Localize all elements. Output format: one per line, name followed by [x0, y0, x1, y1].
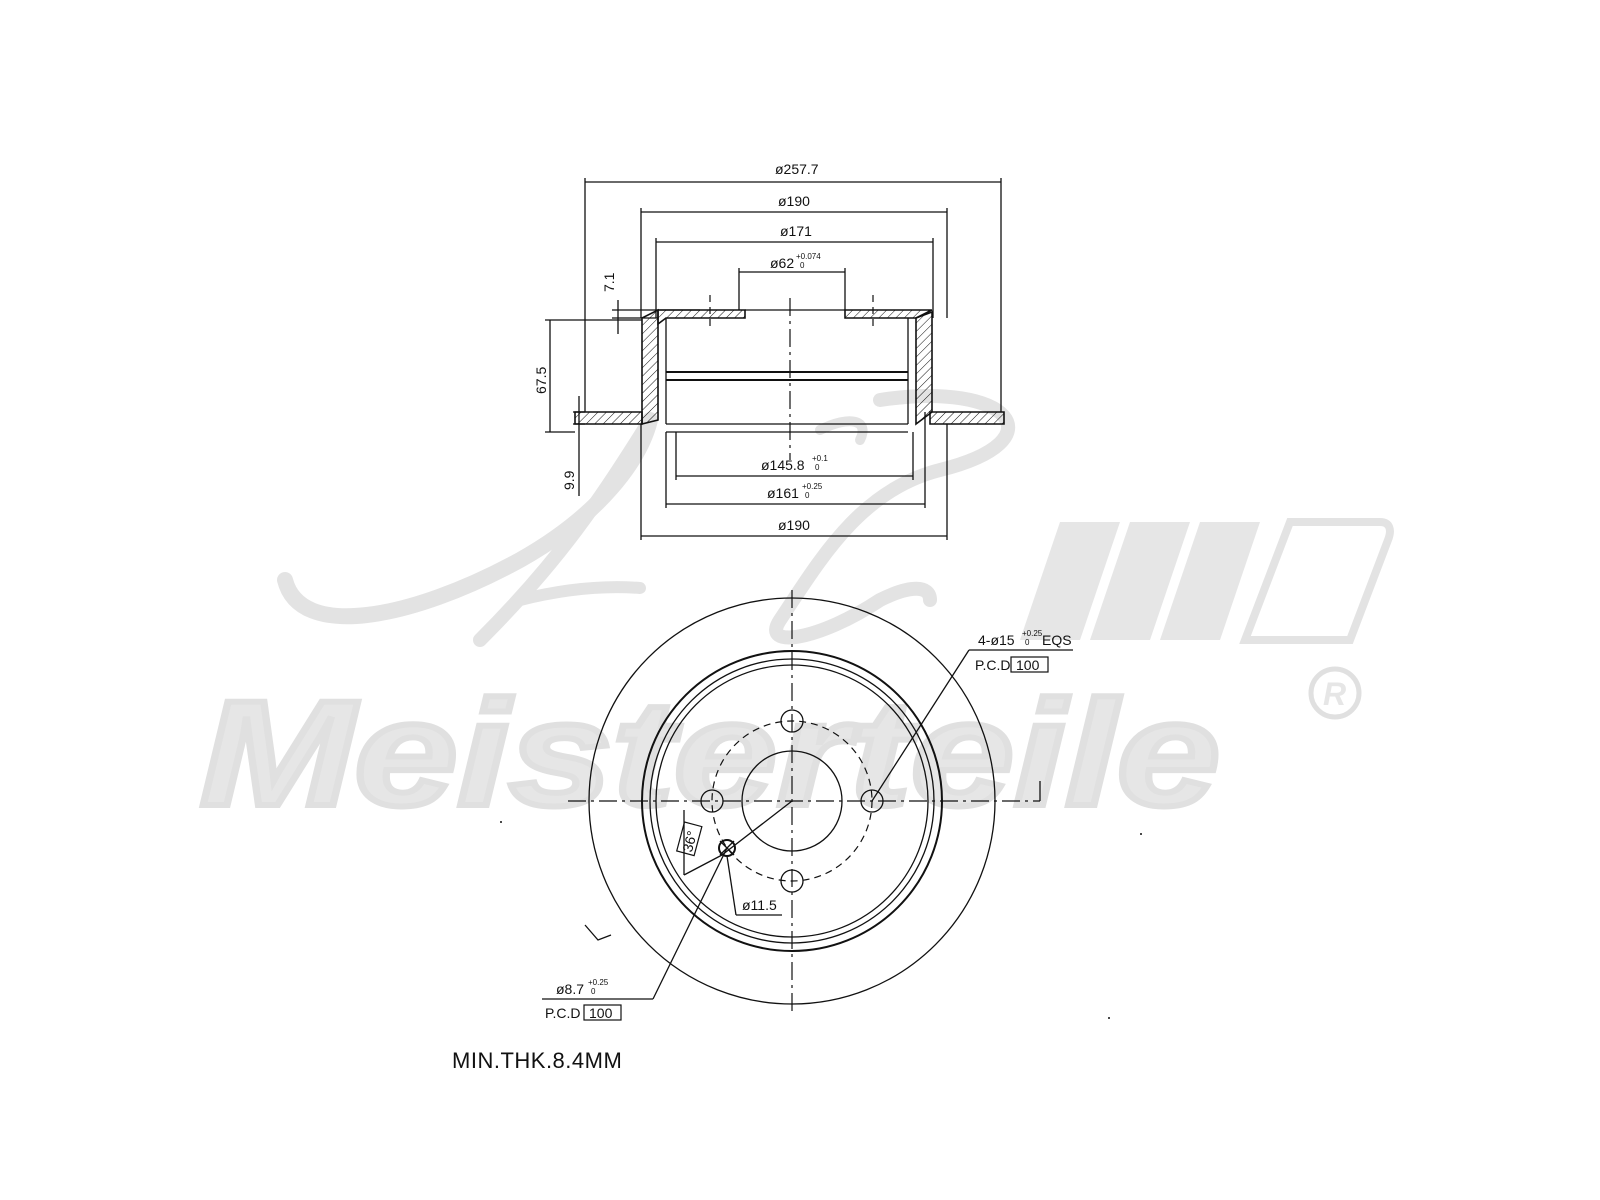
- svg-text:+0.25: +0.25: [588, 978, 609, 987]
- section-view: ø257.7 ø190 ø171 ø62 +0.074 0 7.1: [533, 161, 1005, 540]
- bolt-holes-suffix: EQS: [1042, 632, 1072, 648]
- pcd-label: P.C.D: [975, 657, 1011, 673]
- hat-outer-label: ø190: [778, 193, 810, 209]
- registered-mark-icon: R: [1308, 666, 1362, 720]
- small-hole-label: ø11.5: [742, 897, 777, 913]
- svg-text:0: 0: [815, 463, 820, 472]
- pin-pcd-value: 100: [589, 1005, 613, 1021]
- dim-outer-diameter: ø257.7: [584, 161, 1002, 412]
- dim-drum-outer: ø161 +0.25 0: [665, 412, 926, 508]
- dim-disc-thickness: 9.9: [561, 396, 585, 496]
- dim-bottom-diameter: ø190: [640, 424, 948, 540]
- drum-diameter-label: ø145.8: [761, 457, 805, 473]
- angle-box: 36°: [675, 821, 703, 857]
- svg-text:+0.074: +0.074: [796, 252, 821, 261]
- dim-overall-height: 67.5: [533, 319, 642, 433]
- svg-text:0: 0: [1025, 638, 1030, 647]
- dim-center-bore: ø62 +0.074 0: [738, 252, 846, 310]
- svg-text:+0.25: +0.25: [802, 482, 823, 491]
- svg-text:+0.25: +0.25: [1022, 629, 1043, 638]
- pin-pcd-label: P.C.D: [545, 1005, 581, 1021]
- overall-height-label: 67.5: [533, 367, 549, 394]
- angle-label: 36°: [679, 829, 700, 854]
- dim-hat-outer: ø190: [640, 193, 948, 318]
- brand-initials-logo: [277, 389, 1015, 647]
- hat-inner-label: ø171: [780, 223, 812, 239]
- min-thickness-note: MIN.THK.8.4MM: [452, 1048, 623, 1073]
- drum-outer-label: ø161: [767, 485, 799, 501]
- svg-text:0: 0: [805, 491, 810, 500]
- dim-hat-depth: 7.1: [601, 272, 700, 334]
- disc-flange-left: [574, 411, 643, 425]
- dim-pin-hole: ø8.7 +0.25 0 P.C.D 100: [542, 847, 728, 1021]
- brand-watermark: Meisterteile R: [197, 389, 1394, 840]
- brand-name-text: Meisterteile: [200, 669, 1220, 837]
- svg-text:R: R: [1323, 676, 1346, 712]
- hat-top-right: [844, 309, 933, 319]
- hat-wall-left: [641, 308, 659, 426]
- dim-small-hole: ø11.5: [726, 855, 782, 916]
- pcd-value: 100: [1016, 657, 1040, 673]
- brand-stripes-logo: [1020, 518, 1394, 644]
- hat-top-left: [657, 309, 746, 326]
- hat-wall-right: [915, 310, 933, 426]
- svg-text:+0.1: +0.1: [812, 454, 828, 463]
- dim-hat-inner: ø171: [655, 223, 934, 318]
- outer-diameter-label: ø257.7: [775, 161, 819, 177]
- svg-text:0: 0: [800, 261, 805, 270]
- hat-depth-label: 7.1: [601, 272, 617, 292]
- face-view: 36° ø11.5 4-ø15 +0.25 0 EQS P.C.D 100 ø8…: [500, 590, 1142, 1021]
- dim-bolt-holes: 4-ø15 +0.25 0 EQS P.C.D 100: [871, 629, 1073, 802]
- disc-thickness-label: 9.9: [561, 470, 577, 490]
- svg-text:0: 0: [591, 987, 596, 996]
- center-bore-label: ø62: [770, 255, 794, 271]
- bolt-holes-label: 4-ø15: [978, 632, 1015, 648]
- dim-drum-diameter: ø145.8 +0.1 0: [675, 432, 914, 480]
- disc-flange-right: [929, 411, 1005, 425]
- bottom-diameter-label: ø190: [778, 517, 810, 533]
- pin-hole-label: ø8.7: [556, 981, 584, 997]
